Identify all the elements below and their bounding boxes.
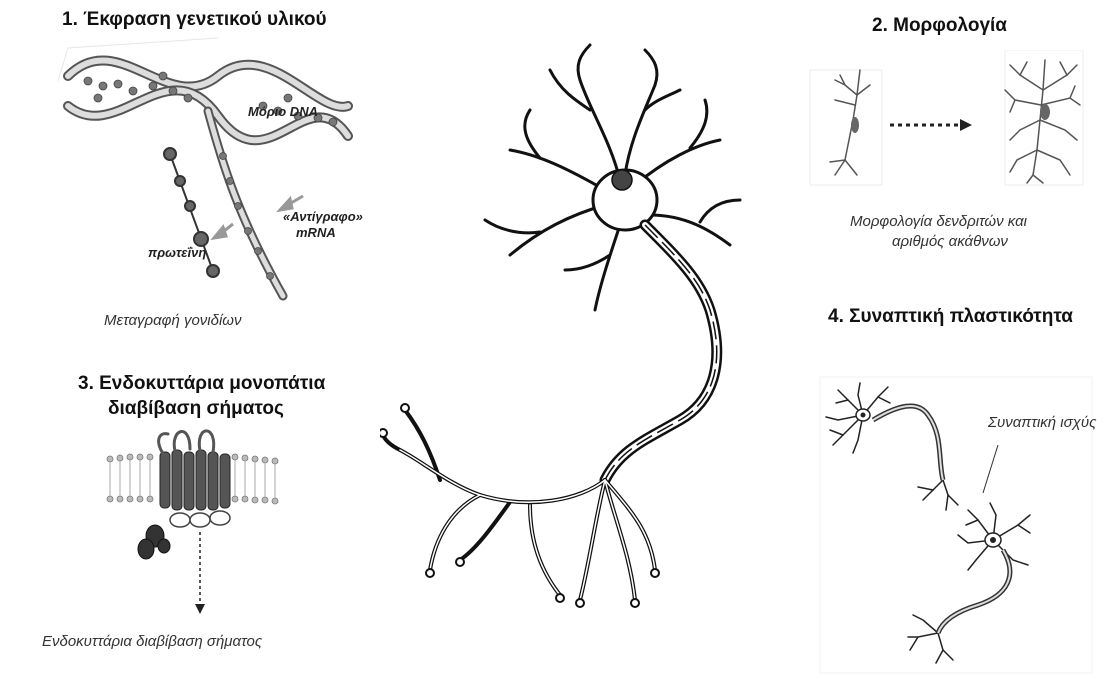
mrna-label: mRNA [296,225,336,240]
section-3-title-line1: 3. Ενδοκυττάρια μονοπάτια [78,372,325,396]
morphology-illustration [805,50,1105,190]
morphology-caption-line1: Μορφολογία δενδριτών και [850,212,1027,232]
neuron-illustration [380,40,800,640]
morphology-caption-line2: αριθμός ακάθνων [892,232,1008,252]
section-3-title-line2: διαβίβαση σήματος [108,397,284,421]
copy-label: «Αντίγραφο» [283,209,363,224]
dna-molecule-label: Μόριο DNA [248,104,318,119]
gene-transcription-caption: Μεταγραφή γονιδίων [104,311,242,331]
protein-label: πρωτεΐνη [148,245,206,260]
receptor-illustration [100,424,290,624]
section-1-title: 1. Έκφραση γενετικού υλικού [62,8,327,32]
synaptic-strength-label: Συναπτική ισχύς [988,413,1096,433]
signaling-caption: Ενδοκυττάρια διαβίβαση σήματος [42,632,262,652]
section-4-title: 4. Συναπτική πλαστικότητα [828,305,1073,329]
section-2-title: 2. Μορφολογία [872,14,1007,38]
dna-illustration [58,36,358,316]
